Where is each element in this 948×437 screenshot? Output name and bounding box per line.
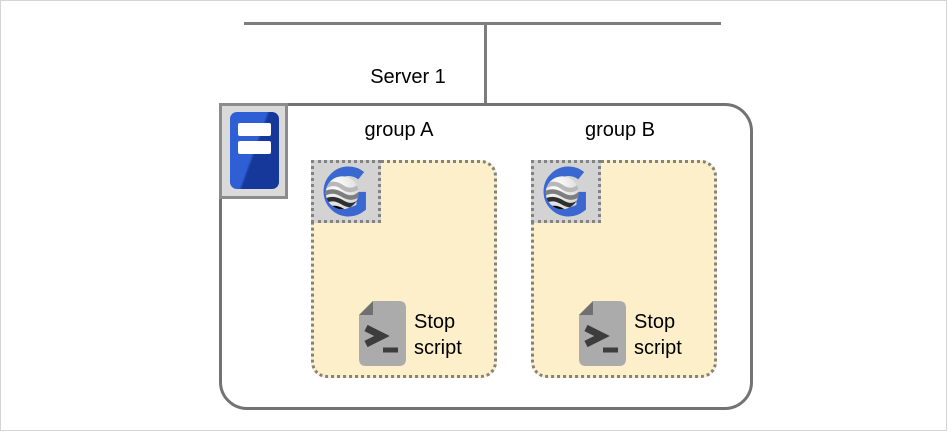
server-connector-line (484, 22, 487, 105)
g-sphere-logo-icon (543, 166, 586, 217)
script-file-icon (579, 301, 626, 366)
network-bus-line (244, 22, 721, 25)
group-a-label: group A (364, 119, 434, 141)
group-b-app-icon (531, 160, 601, 223)
stop-script-item-a (358, 300, 407, 367)
server-slot-bar (238, 141, 271, 154)
g-sphere-logo-icon (323, 166, 366, 217)
server-icon (219, 103, 288, 199)
group-a-app-icon (311, 160, 381, 223)
script-file-icon (359, 301, 406, 366)
stop-script-label-a: Stop script (414, 311, 462, 359)
stop-script-item-b (578, 300, 627, 367)
stop-script-label-b: Stop script (634, 311, 682, 359)
group-b-label: group B (584, 119, 656, 141)
server-label: Server 1 (370, 66, 446, 88)
server-tower-icon (230, 112, 279, 189)
server-slot-bar (238, 123, 271, 136)
